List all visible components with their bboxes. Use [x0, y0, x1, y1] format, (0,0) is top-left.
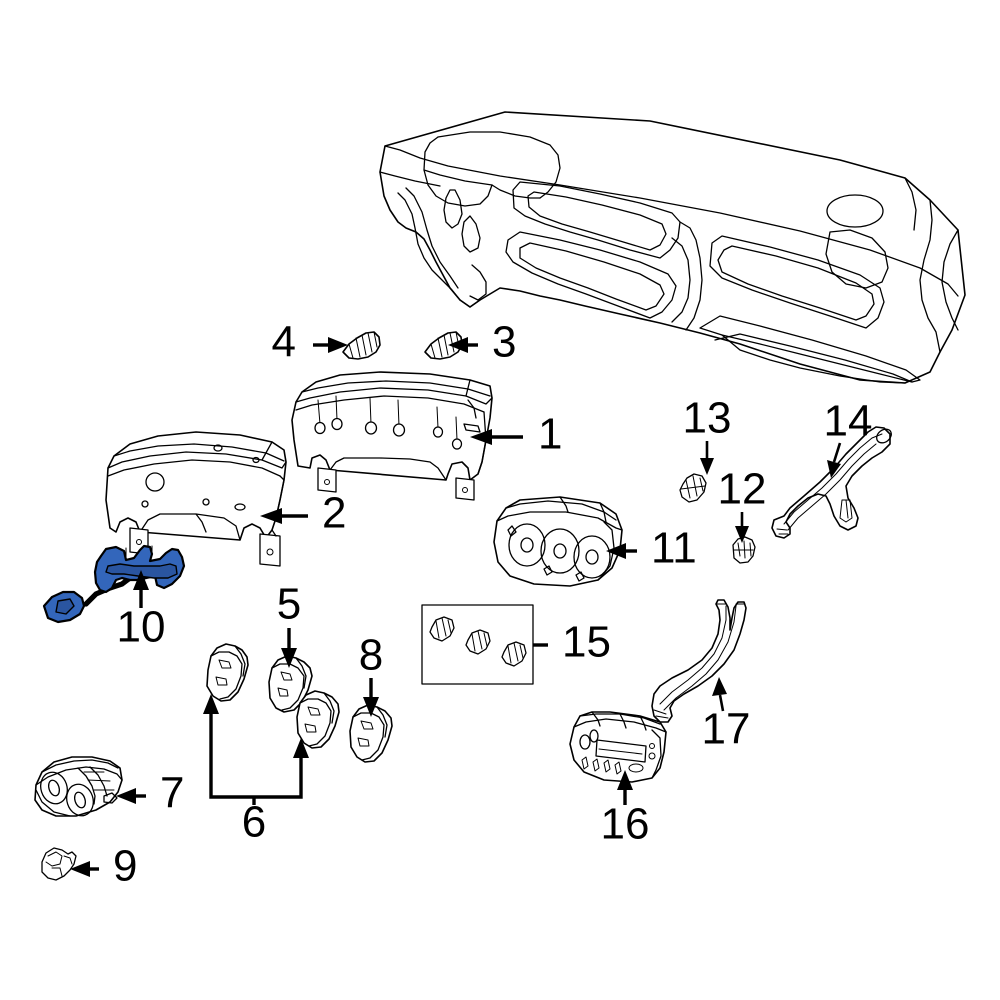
callout-label-14: 14	[824, 397, 873, 446]
part-dash-switch-single	[268, 655, 313, 713]
part-cluster-screw-left	[342, 331, 381, 360]
part-control-panel-clip-upper	[679, 473, 707, 503]
callout-label-7: 7	[160, 769, 184, 818]
dashboard-panel-assembly	[379, 111, 966, 384]
part-dash-switch-right	[349, 704, 393, 763]
callout-label-6: 6	[242, 798, 266, 847]
callout-label-2: 2	[322, 489, 346, 538]
callout-label-10: 10	[117, 603, 166, 652]
callout-label-16: 16	[601, 800, 650, 849]
callout-label-1: 1	[538, 410, 562, 459]
part-heater-ac-control-panel	[493, 496, 623, 587]
part-cluster-wiring-jumper-harness-highlighted	[42, 544, 186, 624]
part-control-panel-clip-lower	[732, 536, 756, 564]
callout-label-15: 15	[562, 618, 611, 667]
part-instrument-cluster-housing	[105, 431, 287, 567]
part-switch-retainer-clip	[41, 847, 77, 881]
part-control-cable-assembly	[651, 599, 747, 723]
callout-label-11: 11	[651, 524, 697, 573]
callout-label-12: 12	[718, 465, 767, 514]
callout-number-labels: 1 2 3 4 5 6 7 8 9 10 11 12 13 14 15 16 1…	[113, 318, 872, 891]
part-instrument-cluster-front-lens	[291, 371, 493, 501]
callout-label-4: 4	[272, 318, 296, 367]
part-defroster-duct-linkage	[771, 426, 892, 539]
callout-leader-lines	[70, 337, 842, 877]
callout-label-8: 8	[359, 631, 383, 680]
part-headlamp-switch-assembly	[34, 756, 123, 817]
part-dash-switch-pair	[206, 643, 340, 749]
callout-label-13: 13	[683, 394, 732, 443]
callout-label-17: 17	[702, 705, 751, 754]
part-push-pin-retainer-clip-set	[421, 604, 534, 685]
callout-label-5: 5	[277, 580, 301, 629]
part-audio-radio-head-unit	[569, 711, 667, 783]
callout-label-3: 3	[492, 318, 516, 367]
callout-label-9: 9	[113, 842, 137, 891]
gauge-needles	[314, 395, 463, 450]
